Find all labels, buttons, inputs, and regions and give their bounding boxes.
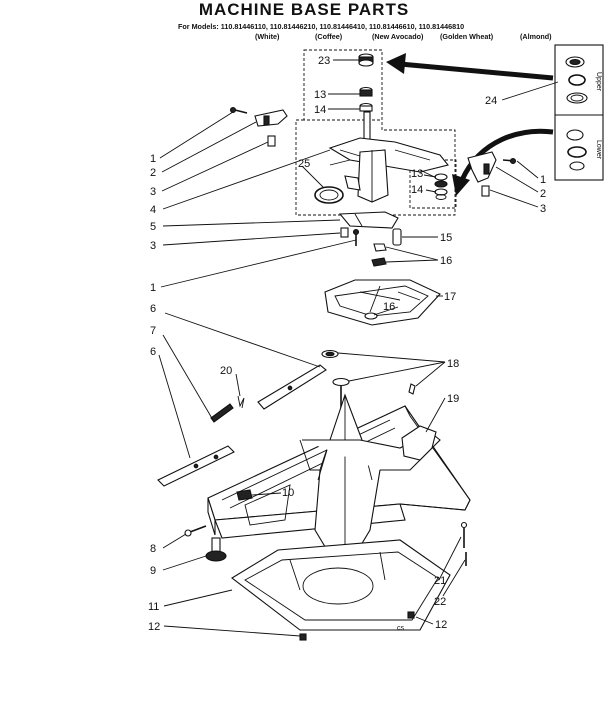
part-1-screw-mid bbox=[352, 228, 360, 246]
part-13-bearing-lower bbox=[434, 173, 448, 188]
part-18-pad-top bbox=[321, 349, 339, 359]
part-5-bracket bbox=[338, 211, 399, 229]
mark-cs: cs bbox=[397, 625, 405, 632]
color-golden-wheat: (Golden Wheat) bbox=[440, 32, 494, 41]
callout-12-left: 12 bbox=[148, 621, 160, 633]
callout-2-upper-right: 2 bbox=[540, 188, 546, 200]
part-20-spring bbox=[237, 395, 245, 409]
callout-8: 8 bbox=[150, 543, 156, 555]
callout-1-upper-left: 1 bbox=[150, 153, 156, 165]
callout-6-lower: 6 bbox=[150, 346, 156, 358]
callout-9: 9 bbox=[150, 565, 156, 577]
part-16-clip-a bbox=[373, 243, 387, 252]
part-24-kit-inset bbox=[554, 44, 604, 181]
part-11-base-pan bbox=[231, 539, 451, 631]
part-1-screw-upper-left bbox=[229, 106, 248, 114]
part-15-bolt bbox=[392, 228, 402, 246]
part-25-ring bbox=[314, 186, 344, 204]
callout-7: 7 bbox=[150, 325, 156, 337]
callout-14-upper: 14 bbox=[314, 104, 326, 116]
arrow-to-upper bbox=[386, 53, 554, 81]
callout-1-mid: 1 bbox=[150, 282, 156, 294]
callout-1-upper-right: 1 bbox=[540, 174, 546, 186]
part-13-bearing-upper bbox=[359, 86, 373, 97]
part-12-screw-right bbox=[407, 611, 415, 619]
part-6-bar-upper bbox=[257, 364, 327, 410]
callout-3-upper-right: 3 bbox=[540, 203, 546, 215]
part-23-seal bbox=[358, 53, 374, 67]
inset-lower-label: Lower bbox=[595, 140, 602, 160]
callout-24: 24 bbox=[485, 95, 497, 107]
callout-3-mid: 3 bbox=[150, 240, 156, 252]
part-9-leveling-foot bbox=[205, 537, 227, 562]
callout-10: 10 bbox=[282, 487, 294, 499]
arrow-to-lower bbox=[452, 128, 554, 196]
part-10-clip bbox=[236, 489, 253, 501]
callout-5: 5 bbox=[150, 221, 156, 233]
part-3-bushing-upper-left bbox=[267, 135, 276, 147]
model-numbers: For Models: 110.81446110, 110.81446210, … bbox=[178, 22, 465, 31]
callout-17: 17 bbox=[444, 291, 456, 303]
callout-16-a: 16 bbox=[440, 255, 452, 267]
part-8-leveler-bolt bbox=[184, 525, 207, 537]
callout-15: 15 bbox=[440, 232, 452, 244]
callout-2-upper-left: 2 bbox=[150, 167, 156, 179]
callout-12-right: 12 bbox=[435, 619, 447, 631]
callout-22: 22 bbox=[434, 596, 446, 608]
part-14-washer-upper bbox=[359, 102, 373, 112]
inset-upper-label: Upper bbox=[595, 72, 602, 92]
part-16-clip-b bbox=[371, 257, 387, 267]
callout-25: 25 bbox=[298, 158, 310, 170]
callout-20: 20 bbox=[220, 365, 232, 377]
callout-21: 21 bbox=[434, 575, 446, 587]
part-2-clip-upper-right bbox=[467, 151, 497, 183]
callout-3-upper-left: 3 bbox=[150, 186, 156, 198]
part-21-screw bbox=[460, 521, 468, 548]
page-title: MACHINE BASE PARTS bbox=[198, 0, 410, 19]
color-new-avocado: (New Avocado) bbox=[372, 32, 424, 41]
part-18-spring bbox=[408, 383, 416, 395]
callout-6-upper: 6 bbox=[150, 303, 156, 315]
callout-11: 11 bbox=[148, 601, 159, 613]
callout-16-b: 16 bbox=[383, 301, 395, 313]
part-17-tray bbox=[324, 279, 441, 326]
part-14-washer-lower bbox=[434, 188, 448, 200]
color-white: (White) bbox=[255, 32, 280, 41]
part-3-bushing-upper-right bbox=[481, 185, 490, 197]
part-2-clip-upper-left bbox=[254, 109, 288, 127]
color-coffee: (Coffee) bbox=[315, 32, 343, 41]
gearcase-casting bbox=[328, 111, 449, 203]
part-7-pin bbox=[210, 403, 234, 423]
part-1-screw-upper-right bbox=[502, 157, 517, 165]
callout-4: 4 bbox=[150, 204, 156, 216]
callout-13-upper: 13 bbox=[314, 89, 326, 101]
color-almond: (Almond) bbox=[520, 32, 552, 41]
callout-23: 23 bbox=[318, 55, 330, 67]
part-6-bar-lower bbox=[157, 445, 235, 487]
part-3-bushing-mid bbox=[340, 227, 349, 238]
callout-14-lower: 14 bbox=[411, 184, 423, 196]
part-12-screw-bottom bbox=[299, 633, 307, 641]
part-19-leg bbox=[401, 425, 437, 461]
leader-lines bbox=[158, 59, 559, 637]
callout-19: 19 bbox=[447, 393, 459, 405]
callout-18: 18 bbox=[447, 358, 459, 370]
callout-13-lower: 13 bbox=[411, 168, 423, 180]
